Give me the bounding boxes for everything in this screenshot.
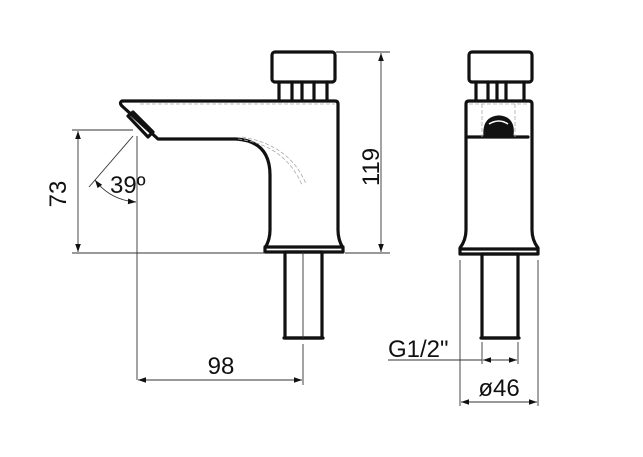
dimension-base-diameter: ø46 xyxy=(459,260,539,406)
inlet-pipe xyxy=(282,250,325,340)
button-stem xyxy=(277,80,329,102)
dimension-119-label: 119 xyxy=(358,148,385,186)
dimension-39-label: 39º xyxy=(110,172,146,199)
dimension-46-label: ø46 xyxy=(478,375,519,402)
side-view xyxy=(118,50,345,340)
tap-body-front xyxy=(458,99,540,256)
push-button-cap xyxy=(270,50,337,84)
dimension-thread: G1/2" xyxy=(388,336,519,364)
dimension-spout-angle: 39º xyxy=(88,135,146,380)
dimension-thread-label: G1/2" xyxy=(388,336,449,363)
dimension-73-label: 73 xyxy=(45,181,72,208)
aerator xyxy=(126,110,155,139)
inlet-pipe-front xyxy=(479,252,521,340)
button-stem-front xyxy=(474,80,526,102)
dimension-total-height: 119 xyxy=(336,51,390,254)
dimension-spout-height: 73 xyxy=(45,129,265,254)
aerator-front xyxy=(483,115,514,137)
dimension-spout-reach: 98 xyxy=(138,344,304,385)
push-button-cap-front xyxy=(467,50,534,84)
front-view xyxy=(458,50,540,340)
tap-body-outline xyxy=(118,99,345,254)
dimension-98-label: 98 xyxy=(208,353,235,380)
